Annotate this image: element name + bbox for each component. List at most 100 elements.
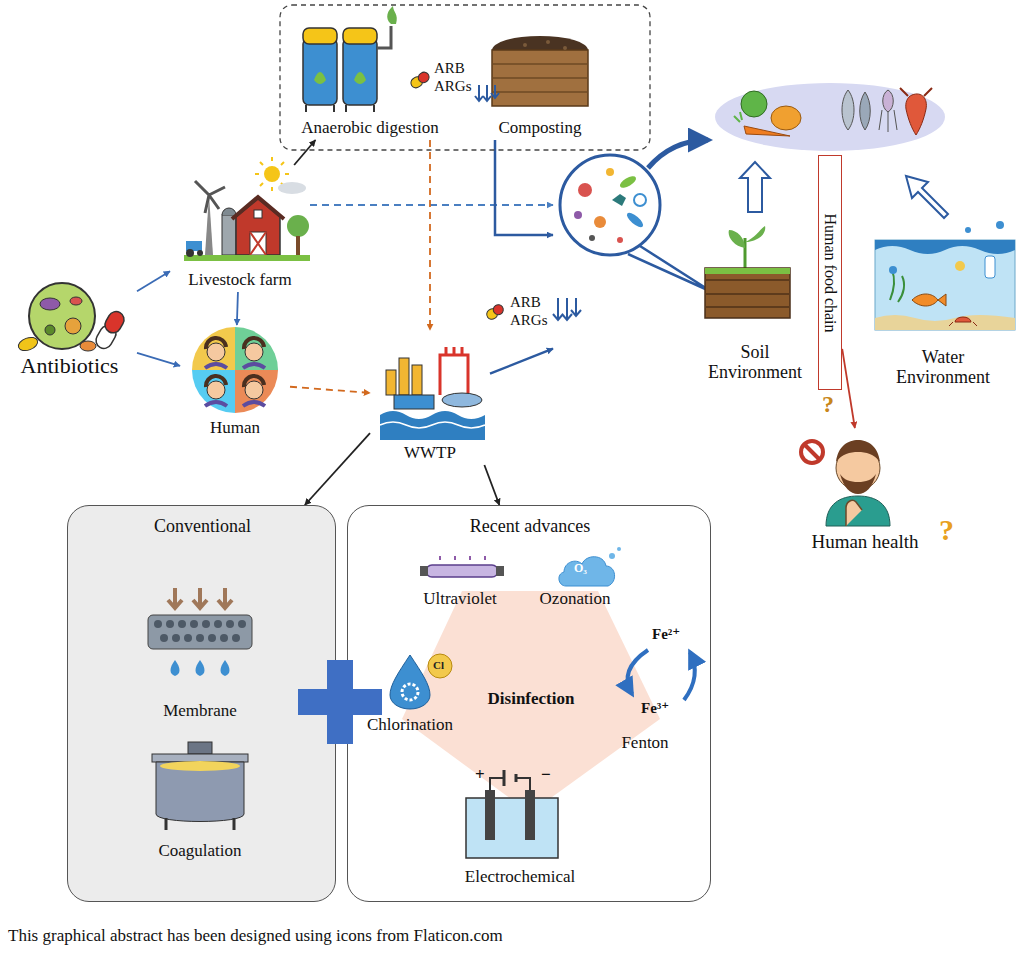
node-label: Human xyxy=(183,418,287,438)
human-group-icon xyxy=(192,327,235,370)
human-group-icon xyxy=(235,370,278,413)
method-node: Ozonation xyxy=(520,551,630,611)
node-label: Ozonation xyxy=(523,589,627,609)
livestock-farm-icon xyxy=(232,197,284,219)
food-ellipse xyxy=(734,112,742,122)
soil-icon xyxy=(729,226,766,248)
source-node: Livestock farm xyxy=(170,165,310,292)
livestock-farm-icon xyxy=(255,157,289,191)
livestock-farm-icon xyxy=(184,255,310,261)
antibiotics-node: Antibiotics xyxy=(2,285,137,380)
microbe-bubble xyxy=(560,155,660,255)
compost-icon xyxy=(492,36,588,64)
bubble-to-food-arrow xyxy=(648,140,708,168)
pill-icon xyxy=(409,70,431,90)
livestock-farm-icon xyxy=(222,208,236,215)
flow-arrow xyxy=(429,140,431,330)
human-group-icon xyxy=(245,343,263,361)
anaerobic-digester-icon xyxy=(377,26,391,48)
antibiotics-icon xyxy=(17,335,40,353)
ozone-cloud-icon xyxy=(617,547,621,551)
food-ellipse xyxy=(715,83,945,151)
antibiotics-icon xyxy=(80,341,96,351)
livestock-farm-icon xyxy=(222,215,236,255)
flow-arrow xyxy=(310,204,553,206)
antibiotics-icon xyxy=(29,283,95,349)
node-label: Disinfection xyxy=(403,689,659,709)
livestock-farm-icon xyxy=(250,232,266,255)
uv-lamp-icon xyxy=(426,565,498,577)
wwtp-icon xyxy=(380,422,485,428)
fenton-cycle-arrows xyxy=(628,650,648,694)
microbe-bubble xyxy=(628,246,712,292)
pill-icon xyxy=(491,303,505,317)
plus-sign xyxy=(327,660,353,744)
ozone-cloud-icon xyxy=(609,553,615,559)
wwtp-icon xyxy=(394,395,434,409)
livestock-farm-icon xyxy=(184,157,310,261)
soil-icon xyxy=(744,238,747,268)
membrane-icon xyxy=(166,620,174,628)
chlorination-icon xyxy=(390,654,452,709)
water-icon xyxy=(875,240,1015,330)
water-icon xyxy=(875,240,1015,254)
membrane-icon xyxy=(178,620,186,628)
method-node: Membrane xyxy=(120,586,280,723)
anaerobic-digester-icon xyxy=(303,28,337,44)
food-ellipse xyxy=(771,106,801,130)
uv-lamp-icon xyxy=(420,556,504,577)
small-down-arrows xyxy=(553,298,581,320)
coagulation-tank-icon xyxy=(152,742,248,830)
node-label: Electrochemical xyxy=(443,867,597,887)
membrane-icon xyxy=(196,634,204,642)
wwtp-icon xyxy=(442,393,482,407)
membrane-icon xyxy=(148,615,252,649)
chlorination-icon xyxy=(402,684,418,700)
figure-label: ARB xyxy=(510,294,541,311)
microbe-bubble xyxy=(617,237,623,243)
anaerobic-digester-icon xyxy=(303,38,337,105)
flow-arrow xyxy=(305,433,370,505)
environment-node: Water Environment xyxy=(868,215,1018,390)
anaerobic-digester-icon xyxy=(343,38,377,105)
food-ellipse xyxy=(900,88,932,96)
antibiotics-icon xyxy=(45,325,55,335)
pill-icon xyxy=(485,307,500,322)
small-down-arrows xyxy=(475,85,499,101)
membrane-icon xyxy=(220,634,228,642)
node-label: Water Environment xyxy=(887,347,999,388)
small-down-arrows xyxy=(553,298,581,320)
membrane-icon xyxy=(168,588,232,608)
ozone-cloud-icon xyxy=(559,547,621,586)
coagulation-tank-icon xyxy=(156,762,244,822)
microbe-bubble xyxy=(618,174,638,190)
human-group-icon xyxy=(205,364,265,406)
plus-sign xyxy=(298,660,382,744)
antibiotics-icon xyxy=(70,297,82,305)
human-health-icon xyxy=(836,446,880,490)
wwtp-icon xyxy=(399,358,409,395)
food-ellipse xyxy=(744,126,790,136)
pill-icon xyxy=(409,70,431,90)
human-group-icon xyxy=(207,343,225,361)
flow-arrow xyxy=(237,292,238,325)
method-node: Electrochemical xyxy=(440,769,600,889)
figure-label: Cl xyxy=(433,659,444,671)
membrane-icon xyxy=(160,634,168,642)
process-node: Anaerobic digestion xyxy=(290,12,450,140)
figure-label: ARB xyxy=(434,60,465,77)
human-health-icon xyxy=(836,440,880,462)
microbe-bubble xyxy=(625,211,645,230)
node-label: Chlorination xyxy=(358,715,462,735)
uv-lamp-icon xyxy=(440,556,485,560)
node-label: Human food chain xyxy=(821,213,839,332)
antibiotics-icon xyxy=(65,318,81,334)
figure-label: ARGs xyxy=(510,312,548,329)
soil-to-food-arrow xyxy=(740,162,770,212)
microbe-bubble xyxy=(589,235,595,241)
microbe-bubble xyxy=(594,216,606,228)
figure-label: ARGs xyxy=(434,78,472,95)
water-icon xyxy=(965,227,971,233)
flow-arrow xyxy=(137,353,180,366)
node-label: WWTP xyxy=(373,443,487,463)
